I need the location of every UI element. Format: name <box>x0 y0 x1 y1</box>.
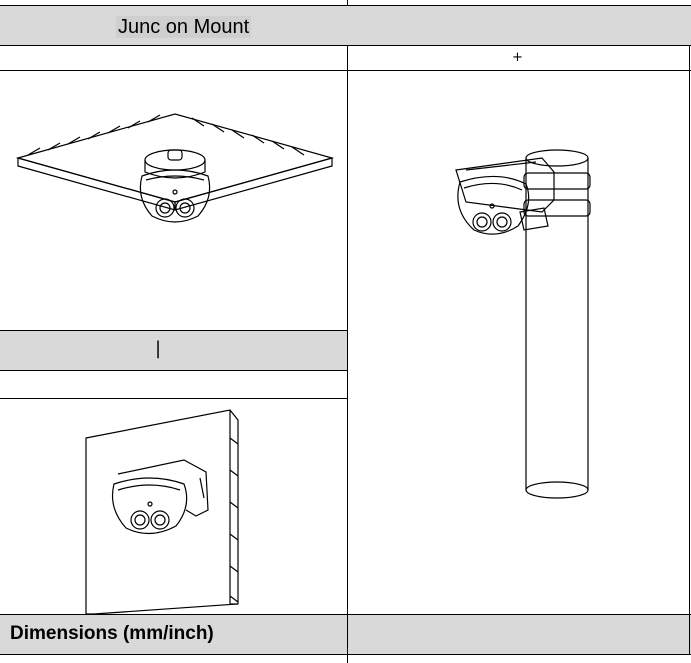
table-rule <box>0 5 691 6</box>
page-title: Junc on Mount <box>116 14 252 40</box>
wall-mount-illustration <box>85 409 239 615</box>
dimensions-heading: Dimensions (mm/inch) <box>10 623 214 644</box>
wall-section-marker: | <box>155 338 162 359</box>
ceiling-mount-illustration <box>15 113 335 223</box>
table-rule <box>347 70 348 655</box>
header-band <box>0 5 691 45</box>
table-rule <box>0 370 347 371</box>
table-rule <box>0 614 691 615</box>
table-rule <box>0 398 347 399</box>
pole-mount-illustration <box>455 149 591 499</box>
table-rule <box>347 45 348 77</box>
page-title-text: Junc on Mount <box>116 16 252 38</box>
wall-section-band <box>0 330 347 370</box>
table-rule <box>347 654 348 663</box>
footer-band <box>0 614 691 654</box>
table-rule <box>689 45 690 655</box>
table-rule <box>0 654 691 655</box>
table-rule <box>347 0 348 5</box>
table-rule <box>0 330 347 331</box>
table-rule <box>0 45 691 46</box>
table-rule <box>0 70 691 71</box>
pole-column-marker: + <box>512 50 523 65</box>
